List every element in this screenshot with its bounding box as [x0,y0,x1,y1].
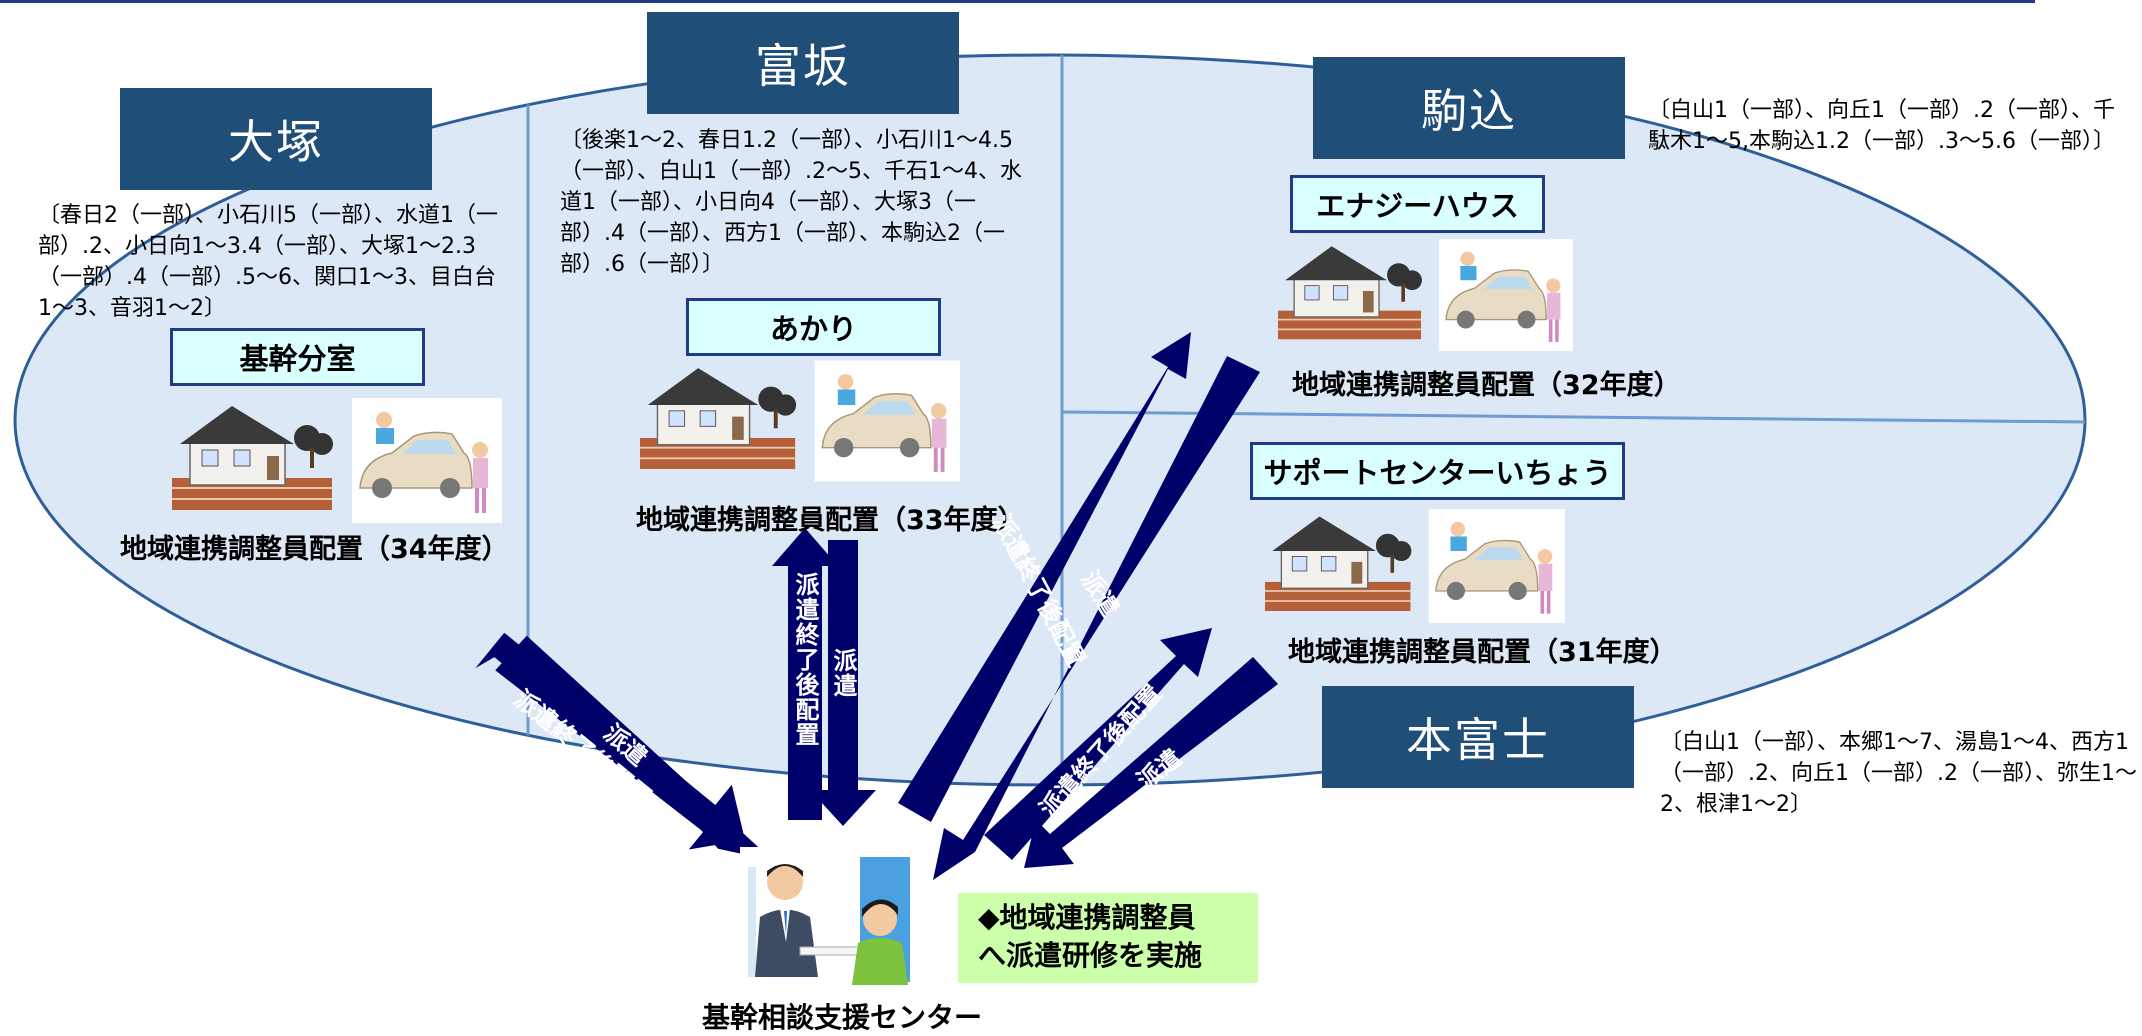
client-icon [852,899,908,985]
consultation-illustration [740,847,910,987]
arrow-honfuji-dispatch [1024,657,1278,868]
house-icon [640,368,797,469]
counselor-icon [748,864,818,977]
house-illustration [172,398,502,523]
tomisaka-area-list: 〔後楽1〜2、春日1.2（一部）、小石川1〜4.5（一部）、白山1（一部）.2〜… [560,128,1022,277]
facility-support-center-icho: サポートセンターいちょう [1250,442,1625,500]
region-otsuka-title: 大塚 [120,88,432,190]
center-name: 基幹相談支援センター [702,1001,983,1034]
house-illustration [1265,509,1565,623]
arrow-honfuji-after [984,628,1212,860]
car-icon [1428,509,1565,623]
facility-energy-house: エナジーハウス [1290,175,1545,233]
komagome-area-list: 〔白山1（一部）、向丘1（一部）.2（一部）、千駄木1〜5,本駒込1.2（一部）… [1648,98,2115,154]
car-icon [1438,239,1573,351]
arrow-label-dispatch: 派遣 [829,648,857,698]
honfuji-staff-caption: 地域連携調整員配置（31年度） [1288,637,1677,668]
region-tomisaka-title: 富坂 [647,12,959,114]
arrow-label-after-dispatch: 派遣終了後配置 [791,572,819,747]
house-illustration [1278,239,1573,351]
arrow-tomisaka-dispatch [810,540,876,826]
arrow-otsuka-dispatch [495,635,774,861]
top-rule [0,0,2035,3]
training-note: ◆地域連携調整員 へ派遣研修を実施 [958,893,1258,983]
facility-akari: あかり [686,298,941,356]
training-note-line1: ◆地域連携調整員 [978,901,1196,934]
house-icon [1278,246,1422,340]
region-honfuji-title: 本富士 [1322,686,1634,788]
car-icon [352,398,502,523]
honfuji-area-list: 〔白山1（一部）、本郷1〜7、湯島1〜4、西方1（一部）.2、向丘1（一部）.2… [1660,730,2137,817]
tomisaka-staff-caption: 地域連携調整員配置（33年度） [636,505,1025,536]
car-icon [814,360,960,482]
facility-kikan-bunshitsu: 基幹分室 [170,328,425,386]
komagome-staff-caption: 地域連携調整員配置（32年度） [1292,370,1681,401]
arrow-komagome-after [898,332,1191,822]
otsuka-area-list: 〔春日2（一部）、小石川5（一部）、水道1（一部）.2、小日向1〜3.4（一部）… [38,203,498,321]
training-note-line2: へ派遣研修を実施 [978,939,1203,972]
arrow-komagome-dispatch [933,356,1260,880]
region-komagome-title: 駒込 [1313,57,1625,159]
house-icon [1265,516,1412,611]
house-icon [172,406,333,510]
otsuka-staff-caption: 地域連携調整員配置（34年度） [120,534,509,565]
house-illustration [640,360,960,482]
arrow-tomisaka-after [772,528,838,820]
